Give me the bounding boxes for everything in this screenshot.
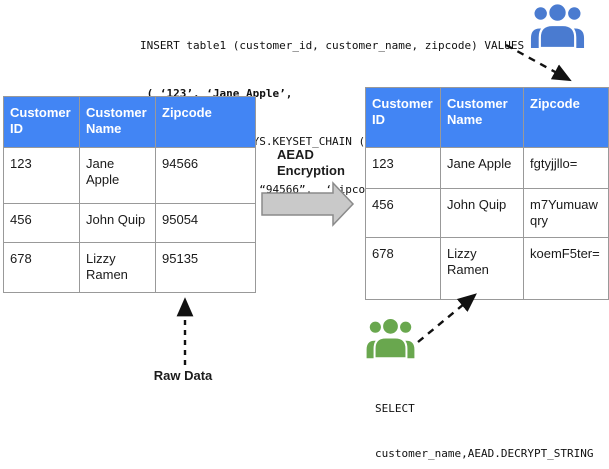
- cell-customer-id: 123: [365, 147, 441, 189]
- select-query-code: SELECT customer_name,AEAD.DECRYPT_STRING…: [375, 371, 594, 469]
- select-users-to-encrypted-table-arrow-icon: [417, 293, 477, 343]
- code-line: INSERT table1 (customer_id, customer_nam…: [140, 39, 525, 52]
- column-header: Customer Name: [79, 96, 156, 148]
- cell-customer-id: 678: [365, 237, 441, 300]
- cell-customer-name: Jane Apple: [440, 147, 524, 189]
- cell-encrypted-zipcode: m7Yumuawqry: [523, 188, 609, 238]
- cell-customer-id: 456: [365, 188, 441, 238]
- aead-label-line1: AEAD: [277, 147, 314, 162]
- cell-customer-name: Lizzy Ramen: [440, 237, 524, 300]
- column-header: Customer ID: [365, 87, 441, 148]
- cell-encrypted-zipcode: fgtyjjllo=: [523, 147, 609, 189]
- code-line: customer_name,AEAD.DECRYPT_STRING: [375, 447, 594, 460]
- raw-data-label: Raw Data: [153, 368, 213, 383]
- column-header: Zipcode: [523, 87, 609, 148]
- column-header: Customer Name: [440, 87, 524, 148]
- cell-customer-name: Jane Apple: [79, 147, 156, 204]
- table-header-row: Customer ID Customer Name Zipcode: [3, 96, 256, 148]
- column-header: Customer ID: [3, 96, 80, 148]
- cell-customer-name: John Quip: [79, 203, 156, 243]
- users-group-icon: [530, 2, 585, 48]
- table-row: 123 Jane Apple fgtyjjllo=: [365, 147, 609, 189]
- table-header-row: Customer ID Customer Name Zipcode: [365, 87, 609, 148]
- table-row: 456 John Quip 95054: [3, 203, 256, 243]
- table-row: 678 Lizzy Ramen 95135: [3, 242, 256, 293]
- column-header: Zipcode: [155, 96, 256, 148]
- cell-zipcode: 95135: [155, 242, 256, 293]
- code-line: SELECT: [375, 402, 415, 415]
- aead-label-line2: Encryption: [277, 163, 345, 178]
- aead-encryption-label: AEAD Encryption: [277, 147, 345, 179]
- users-group-icon: [366, 316, 415, 360]
- raw-data-table: Customer ID Customer Name Zipcode 123 Ja…: [3, 96, 256, 293]
- cell-customer-id: 678: [3, 242, 80, 293]
- cell-zipcode: 94566: [155, 147, 256, 204]
- encrypted-data-table: Customer ID Customer Name Zipcode 123 Ja…: [365, 87, 609, 300]
- cell-customer-id: 456: [3, 203, 80, 243]
- cell-customer-id: 123: [3, 147, 80, 204]
- cell-encrypted-zipcode: koemF5ter=: [523, 237, 609, 300]
- table-row: 678 Lizzy Ramen koemF5ter=: [365, 237, 609, 300]
- cell-zipcode: 95054: [155, 203, 256, 243]
- table-row: 123 Jane Apple 94566: [3, 147, 256, 204]
- table-row: 456 John Quip m7Yumuawqry: [365, 188, 609, 238]
- cell-customer-name: John Quip: [440, 188, 524, 238]
- cell-customer-name: Lizzy Ramen: [79, 242, 156, 293]
